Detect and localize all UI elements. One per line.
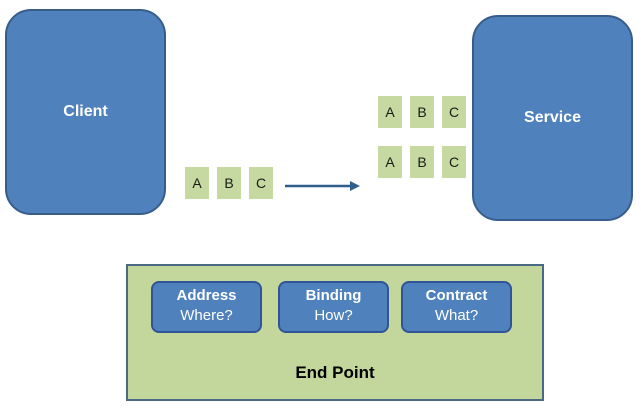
message-b: B (410, 96, 434, 128)
contract-box: Contract What? (401, 281, 512, 333)
contract-title: Contract (425, 287, 488, 304)
endpoint-label: End Point (295, 363, 375, 382)
message-c: C (442, 96, 466, 128)
service-label: Service (524, 109, 581, 126)
service-message-group-2: A B C (378, 146, 466, 178)
message-c: C (249, 167, 273, 199)
client-box: Client (5, 9, 166, 215)
message-b: B (217, 167, 241, 199)
contract-subtitle: What? (434, 307, 479, 324)
address-title: Address (176, 287, 237, 304)
arrow-right-icon (285, 181, 360, 191)
message-a: A (378, 96, 402, 128)
address-box: Address Where? (151, 281, 262, 333)
message-c: C (442, 146, 466, 178)
binding-subtitle: How? (314, 307, 353, 324)
client-message-group: A B C (185, 167, 273, 199)
service-box: Service (472, 15, 633, 221)
service-message-group-1: A B C (378, 96, 466, 128)
address-subtitle: Where? (180, 307, 233, 324)
message-b: B (410, 146, 434, 178)
binding-title: Binding (305, 287, 362, 304)
endpoint-box: Address Where? Binding How? Contract Wha… (126, 264, 544, 401)
client-label: Client (63, 103, 108, 120)
binding-box: Binding How? (278, 281, 389, 333)
message-a: A (378, 146, 402, 178)
message-a: A (185, 167, 209, 199)
